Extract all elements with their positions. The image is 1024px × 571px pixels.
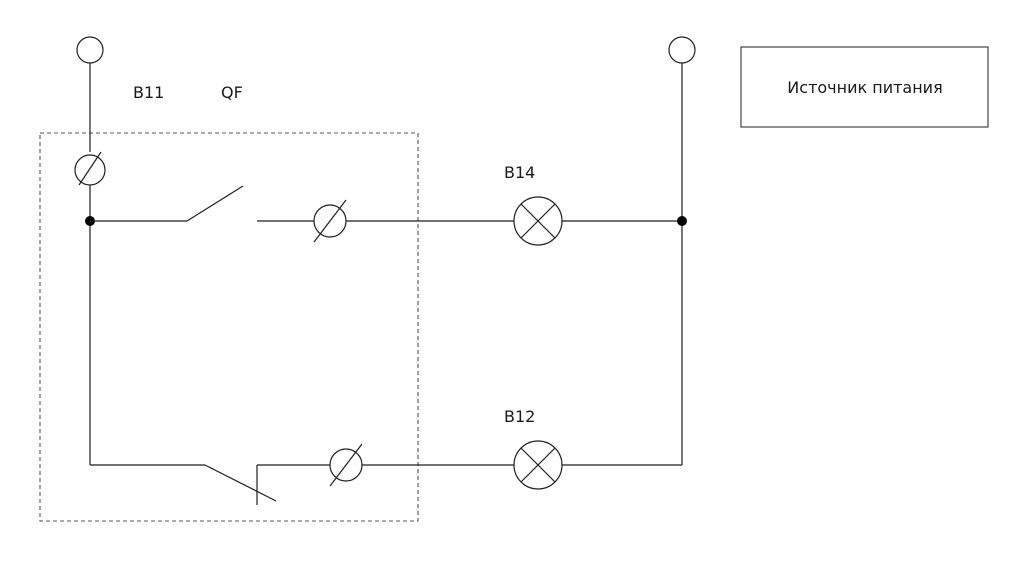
lamp-b14: [513, 196, 563, 246]
legend-label: Источник питания: [787, 78, 942, 97]
lamp-b12: [513, 440, 563, 490]
label-b11: B11: [133, 83, 164, 102]
breaker-enclosure: [39, 132, 419, 522]
label-qf: QF: [221, 83, 243, 102]
supply-terminal-left: [76, 36, 104, 64]
junction-right: [677, 216, 687, 226]
supply-terminal-right: [668, 36, 696, 64]
label-b14: B14: [504, 163, 535, 182]
switch-contact-upper: [186, 185, 244, 222]
switch-contact-lower: [204, 464, 277, 502]
label-b12: B12: [504, 407, 535, 426]
legend-box: [740, 46, 989, 128]
fuse-left: [74, 151, 106, 186]
fuse-lower: [329, 443, 363, 487]
fuse-upper: [313, 199, 347, 243]
